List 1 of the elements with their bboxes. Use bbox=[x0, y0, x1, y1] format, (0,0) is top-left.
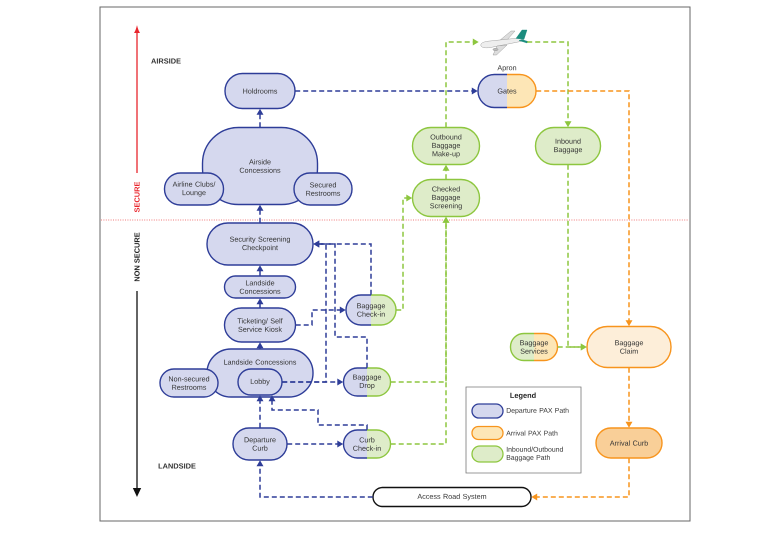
airplane-icon bbox=[480, 30, 528, 56]
